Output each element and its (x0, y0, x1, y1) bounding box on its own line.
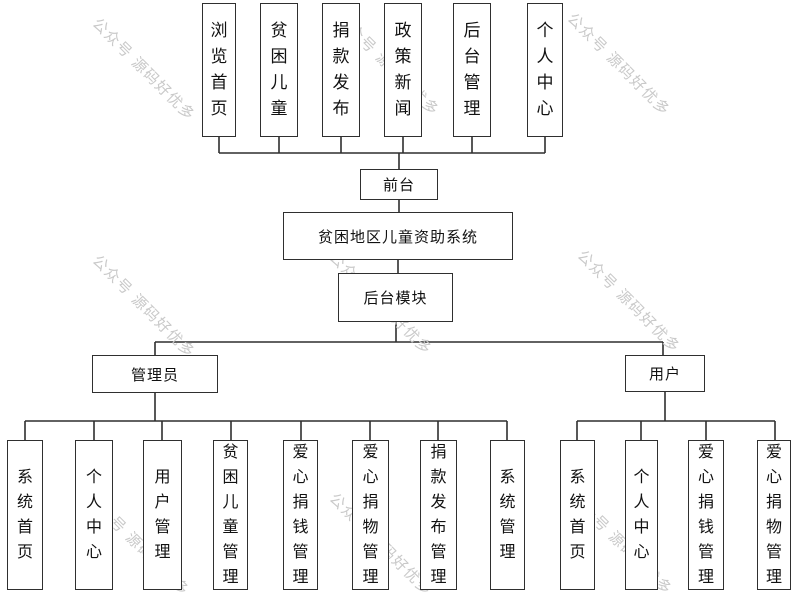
admin-node-donate-money-manage: 爱心捐钱管理 (283, 440, 318, 590)
node-label: 捐款发布 (332, 21, 350, 118)
node-browse-home: 浏览首页 (202, 3, 236, 137)
admin-node-donate-goods-manage: 爱心捐物管理 (352, 440, 389, 590)
node-backend-module: 后台模块 (338, 273, 453, 322)
user-node-personal-center: 个人中心 (625, 440, 658, 590)
user-node-donate-goods-manage: 爱心捐物管理 (757, 440, 791, 590)
node-label: 管理员 (130, 367, 179, 384)
node-label: 系统管理 (499, 469, 516, 561)
admin-node-donation-publish-manage: 捐款发布管理 (420, 440, 457, 590)
user-node-donate-money-manage: 爱心捐钱管理 (688, 440, 724, 590)
node-label: 个人中心 (536, 21, 554, 118)
admin-node-personal-center: 个人中心 (75, 440, 113, 590)
node-label: 爱心捐物管理 (362, 444, 379, 586)
node-label: 爱心捐物管理 (765, 444, 782, 586)
node-label: 系统首页 (16, 469, 33, 561)
node-user-role: 用户 (625, 355, 705, 392)
node-label: 浏览首页 (210, 21, 228, 118)
node-backend-manage: 后台管理 (453, 3, 491, 137)
node-system-root: 贫困地区儿童资助系统 (283, 212, 513, 260)
user-node-system-home: 系统首页 (560, 440, 595, 590)
node-label: 用户管理 (154, 469, 171, 561)
node-label: 爱心捐钱管理 (697, 444, 714, 586)
admin-node-system-manage: 系统管理 (490, 440, 525, 590)
node-label: 贫困儿童 (270, 21, 288, 118)
admin-node-poor-children-manage: 贫困儿童管理 (213, 440, 248, 590)
admin-node-user-manage: 用户管理 (143, 440, 182, 590)
node-label: 个人中心 (633, 469, 650, 561)
node-label: 后台管理 (463, 21, 481, 118)
node-label: 前台 (382, 178, 415, 194)
node-label: 爱心捐钱管理 (292, 444, 309, 586)
node-label: 捐款发布管理 (430, 444, 447, 586)
node-label: 用户 (648, 367, 681, 383)
node-donation-publish: 捐款发布 (322, 3, 360, 137)
node-admin-role: 管理员 (92, 355, 218, 393)
node-poor-children: 贫困儿童 (260, 3, 298, 137)
node-policy-news: 政策新闻 (384, 3, 422, 137)
node-label: 贫困地区儿童资助系统 (317, 229, 478, 246)
node-personal-center: 个人中心 (527, 3, 563, 137)
node-label: 个人中心 (85, 469, 102, 561)
node-label: 后台模块 (363, 291, 428, 307)
node-frontend: 前台 (360, 169, 438, 200)
node-label: 政策新闻 (394, 21, 412, 118)
node-label: 系统首页 (569, 469, 586, 561)
admin-node-system-home: 系统首页 (7, 440, 43, 590)
node-label: 贫困儿童管理 (222, 444, 239, 586)
